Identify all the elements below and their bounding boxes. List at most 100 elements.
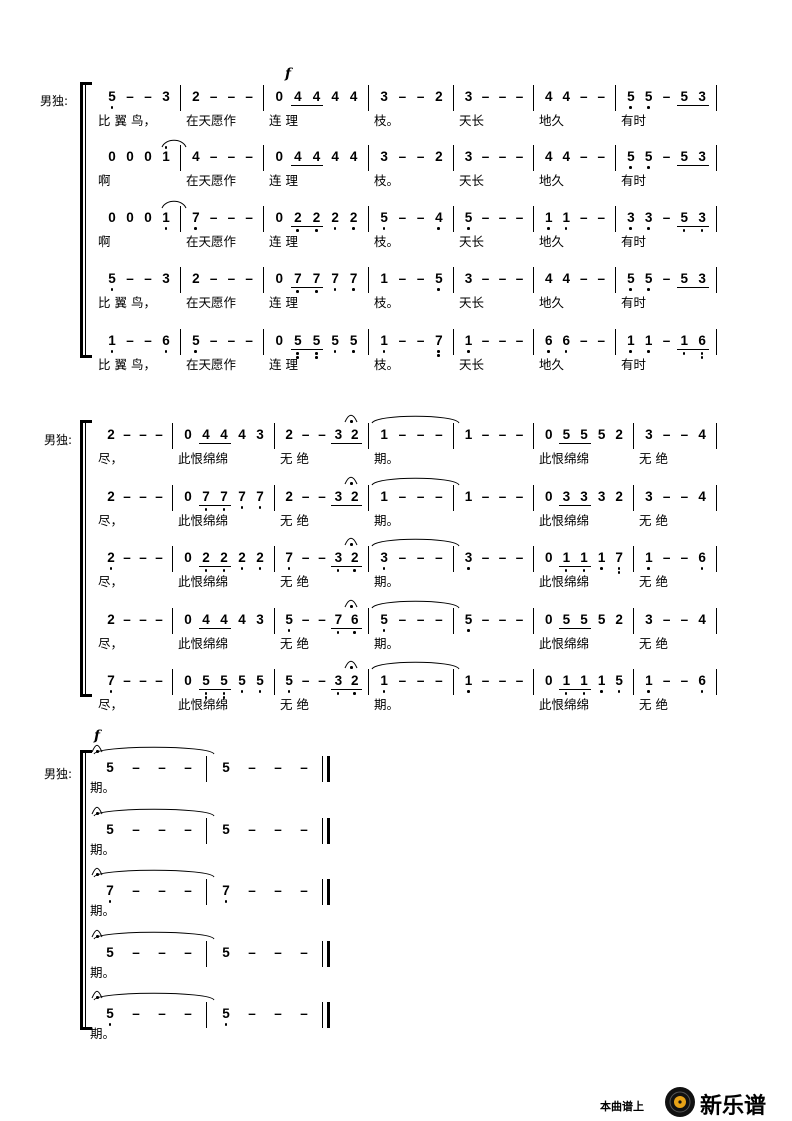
- system-2-voice-4-barline: [633, 608, 634, 634]
- system-1-voice-2-note: 0: [275, 149, 284, 164]
- bracket-bottom-hook: [80, 694, 92, 697]
- system-bracket: [80, 750, 83, 1030]
- system-2-voice-1-lyric: 此恨绵绵: [539, 451, 590, 466]
- system-3-voice-5-barline: [322, 1002, 323, 1028]
- system-2-voice-5-note: –: [155, 673, 163, 688]
- system-1-voice-1-note: –: [416, 89, 425, 104]
- system-1-voice-3-note: –: [398, 210, 407, 225]
- system-1-voice-1-lyric: 枝。: [374, 113, 400, 128]
- system-1-voice-2-note: 3: [464, 149, 473, 164]
- system-1-voice-2-note: 0: [126, 149, 134, 164]
- system-1-voice-4-note: 5: [435, 271, 443, 286]
- system-1-voice-2-octave-dot-low: [647, 166, 650, 169]
- system-1-voice-4-note: 5: [644, 271, 653, 286]
- system-1-voice-5-barline: [533, 329, 534, 355]
- system-1-voice-4-octave-dot-low: [629, 288, 632, 291]
- system-1-voice-3-note: 0: [275, 210, 284, 225]
- system-1-voice-1-barline: [368, 85, 369, 111]
- system-2-voice-5-octave-dot-low: [647, 690, 650, 693]
- system-2-voice-3-octave-dot-low: [353, 569, 356, 572]
- system-1-voice-4-note: 2: [192, 271, 200, 286]
- system-2-voice-2-note: 2: [285, 489, 293, 504]
- system-1-voice-5-note: –: [515, 333, 524, 348]
- system-2-voice-4-lyric: 尽，: [98, 636, 124, 651]
- system-3-voice-4-note: 5: [106, 945, 114, 960]
- system-1-voice-2-note: –: [597, 149, 605, 164]
- system-1-voice-4-note: 7: [331, 271, 339, 286]
- system-1-voice-2-lyric: 啊: [98, 173, 111, 188]
- system-2-voice-3-octave-dot-low: [617, 571, 621, 574]
- system-1-voice-4-note: –: [144, 271, 152, 286]
- system-2-voice-2-lyric: 期。: [374, 513, 400, 528]
- system-2-voice-1-note: 3: [645, 427, 653, 442]
- system-1-voice-5-octave-dot-low: [700, 356, 704, 359]
- system-3-voice-3-octave-dot-low: [108, 900, 111, 903]
- system-1-voice-2-note: –: [227, 149, 236, 164]
- system-1-voice-2-underline-beam: [290, 165, 324, 167]
- system-1-voice-4-note: –: [398, 271, 407, 286]
- system-1-voice-2-lyric: 在天愿作: [186, 173, 237, 188]
- system-1-voice-3-barline: [716, 206, 717, 232]
- system-2-voice-4-barline: [453, 608, 454, 634]
- system-1-voice-5-octave-dot-low: [194, 350, 197, 353]
- system-2-voice-3-note: 6: [698, 550, 706, 565]
- system-3-voice-5-note: –: [300, 1006, 308, 1021]
- system-2-voice-3-note: –: [481, 550, 490, 565]
- system-1-voice-5-lyric: 地久: [539, 357, 565, 372]
- system-2-voice-4-note: 4: [698, 612, 706, 627]
- system-1-voice-3-note: –: [245, 210, 253, 225]
- system-bracket: [80, 420, 83, 697]
- system-1-voice-1-note: –: [126, 89, 134, 104]
- system-2-voice-5-note: 1: [464, 673, 473, 688]
- system-1-voice-4-underline-beam: [677, 287, 710, 289]
- system-2-voice-5-lyric: 尽，: [98, 697, 124, 712]
- system-2-voice-3-note: 0: [184, 550, 192, 565]
- system-2-voice-4-note: 5: [285, 612, 293, 627]
- system-1-voice-1-note: –: [209, 89, 218, 104]
- system-2-voice-1-lyric: 期。: [374, 451, 400, 466]
- system-2-voice-3-octave-dot-low: [564, 569, 568, 572]
- system-2-voice-2-note: 2: [615, 489, 623, 504]
- system-2-voice-4-note: 6: [351, 612, 359, 627]
- system-2-voice-2-note: 3: [580, 489, 588, 504]
- system-2-voice-3-note: –: [662, 550, 671, 565]
- system-3-voice-4-note: –: [300, 945, 308, 960]
- system-2-voice-3-note: 3: [464, 550, 473, 565]
- system-2-voice-5-barline: [716, 669, 717, 695]
- system-1-voice-5-note: 6: [162, 333, 170, 348]
- system-2-voice-2-octave-dot-low: [222, 508, 225, 511]
- system-2-voice-5-octave-dot-low: [222, 696, 225, 699]
- system-1-voice-5-octave-dot-low: [382, 350, 386, 353]
- system-1-voice-3-octave-dot-low: [700, 229, 704, 232]
- system-1-voice-1-note: 5: [108, 89, 116, 104]
- system-2-voice-2-octave-dot-low: [258, 506, 261, 509]
- system-2-voice-5-octave-dot-low: [582, 692, 585, 695]
- system-1-voice-4-note: 4: [562, 271, 570, 286]
- system-2-voice-4-note: 2: [107, 612, 115, 627]
- system-1-voice-3-note: –: [227, 210, 236, 225]
- system-2-voice-2-note: –: [498, 489, 507, 504]
- system-2-voice-3-note: –: [155, 550, 163, 565]
- system-2-voice-5-octave-dot-low: [258, 690, 261, 693]
- system-1-voice-2-note: –: [662, 149, 671, 164]
- system-1-voice-4-lyric: 有时: [621, 295, 647, 310]
- system-1-voice-5-octave-dot-low: [629, 350, 632, 353]
- system-1-voice-3-note: –: [515, 210, 524, 225]
- system-2-voice-1-note: 2: [615, 427, 623, 442]
- system-2-voice-3-note: 1: [580, 550, 588, 565]
- system-1-voice-5-octave-dot-low: [352, 350, 355, 353]
- system-1-voice-4-note: 4: [544, 271, 553, 286]
- system-2-voice-2-note: –: [301, 489, 310, 504]
- system-1-voice-5-note: 1: [108, 333, 116, 348]
- system-2-voice-4-note: –: [662, 612, 671, 627]
- system-3-voice-2-barline: [322, 818, 323, 844]
- system-1-voice-3-note: 0: [108, 210, 116, 225]
- system-2-voice-1-note: –: [498, 427, 507, 442]
- system-1-voice-3-note: 2: [294, 210, 302, 225]
- part-label-system-2: 男独:: [44, 433, 73, 447]
- system-1-voice-1-note: 4: [294, 89, 302, 104]
- system-1-voice-4-note: –: [579, 271, 588, 286]
- system-2-voice-2-note: –: [680, 489, 689, 504]
- system-2-voice-4-note: –: [498, 612, 507, 627]
- system-2-voice-2-note: 2: [351, 489, 359, 504]
